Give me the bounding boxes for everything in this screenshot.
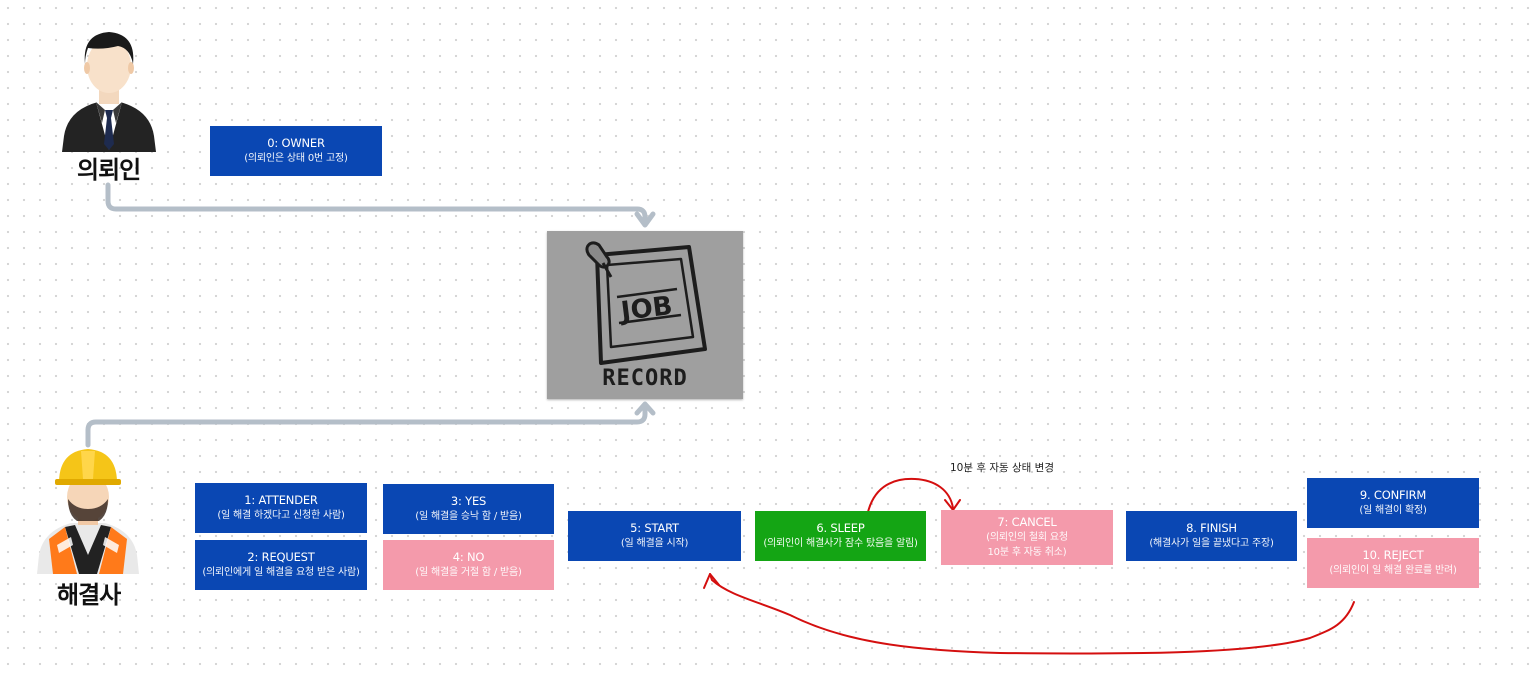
state-reject-desc: (의뢰인이 일 해결 완료를 반려) xyxy=(1329,565,1457,576)
state-yes-title: 3: YES xyxy=(450,494,487,508)
state-cancel-desc-line2: 10분 후 자동 취소) xyxy=(987,547,1067,558)
state-owner-box: 0: OWNER (의뢰인은 상태 0번 고정) xyxy=(210,126,382,176)
state-reject-title: 10. REJECT xyxy=(1362,548,1424,562)
state-confirm-box: 9. CONFIRM (일 해결이 확정) xyxy=(1307,478,1479,528)
state-start-title: 5: START xyxy=(630,521,679,535)
state-finish-box: 8. FINISH (해결사가 일을 끝냈다고 주장) xyxy=(1126,511,1297,561)
state-sleep-desc: (의뢰인이 해결사가 잠수 탔음을 알림) xyxy=(763,538,918,549)
state-attender-desc: (일 해결 하겠다고 신청한 사람) xyxy=(217,510,345,521)
state-cancel-box: 7: CANCEL (의뢰인의 철회 요청 10분 후 자동 취소) xyxy=(941,510,1113,565)
reject-to-start-arrow xyxy=(709,573,1355,655)
owner-to-record-connector xyxy=(105,182,648,227)
state-attender-box: 1: ATTENDER (일 해결 하겠다고 신청한 사람) xyxy=(195,483,367,533)
state-request-desc: (의뢰인에게 일 해결을 요청 받은 사람) xyxy=(202,567,360,578)
solver-worker-icon xyxy=(37,449,139,574)
state-yes-box: 3: YES (일 해결을 승낙 함 / 받음) xyxy=(383,484,554,534)
state-attender-title: 1: ATTENDER xyxy=(244,493,318,507)
state-sleep-box: 6. SLEEP (의뢰인이 해결사가 잠수 탔음을 알림) xyxy=(755,511,926,561)
state-owner-desc: (의뢰인은 상태 0번 고정) xyxy=(244,153,348,164)
job-record-card: JOB RECORD xyxy=(547,231,743,399)
state-request-title: 2: REQUEST xyxy=(247,550,315,564)
state-confirm-title: 9. CONFIRM xyxy=(1359,488,1427,502)
state-no-desc: (일 해결을 거절 함 / 받음) xyxy=(415,567,522,578)
state-sleep-title: 6. SLEEP xyxy=(816,521,865,535)
state-cancel-title: 7: CANCEL xyxy=(997,515,1057,529)
state-reject-box: 10. REJECT (의뢰인이 일 해결 완료를 반려) xyxy=(1307,538,1479,588)
state-finish-title: 8. FINISH xyxy=(1186,521,1237,535)
sleep-to-cancel-arrow xyxy=(867,477,954,513)
state-cancel-desc: (의뢰인의 철회 요청 xyxy=(986,532,1068,543)
state-yes-desc: (일 해결을 승낙 함 / 받음) xyxy=(415,511,522,522)
solver-to-record-connector xyxy=(85,403,648,448)
job-icon-text: JOB xyxy=(617,291,674,327)
owner-role-label: 의뢰인 xyxy=(77,156,141,184)
reject-to-start-arrowhead xyxy=(703,573,720,589)
state-start-desc: (일 해결을 시작) xyxy=(620,538,689,549)
state-no-box: 4: NO (일 해결을 거절 함 / 받음) xyxy=(383,540,554,590)
record-label: RECORD xyxy=(602,366,688,391)
job-note-icon: JOB xyxy=(585,241,707,365)
solver-connector-arrowhead xyxy=(634,401,656,416)
owner-businessman-icon xyxy=(62,32,156,152)
solver-role-label: 해결사 xyxy=(57,581,121,609)
owner-connector-arrowhead xyxy=(634,211,656,228)
state-start-box: 5: START (일 해결을 시작) xyxy=(568,511,741,561)
state-owner-title: 0: OWNER xyxy=(267,136,325,150)
state-confirm-desc: (일 해결이 확정) xyxy=(1359,505,1427,516)
state-no-title: 4: NO xyxy=(452,550,485,564)
state-finish-desc: (해결사가 일을 끝냈다고 주장) xyxy=(1149,538,1274,549)
auto-change-note: 10분 후 자동 상태 변경 xyxy=(950,462,1054,474)
state-request-box: 2: REQUEST (의뢰인에게 일 해결을 요청 받은 사람) xyxy=(195,540,367,590)
